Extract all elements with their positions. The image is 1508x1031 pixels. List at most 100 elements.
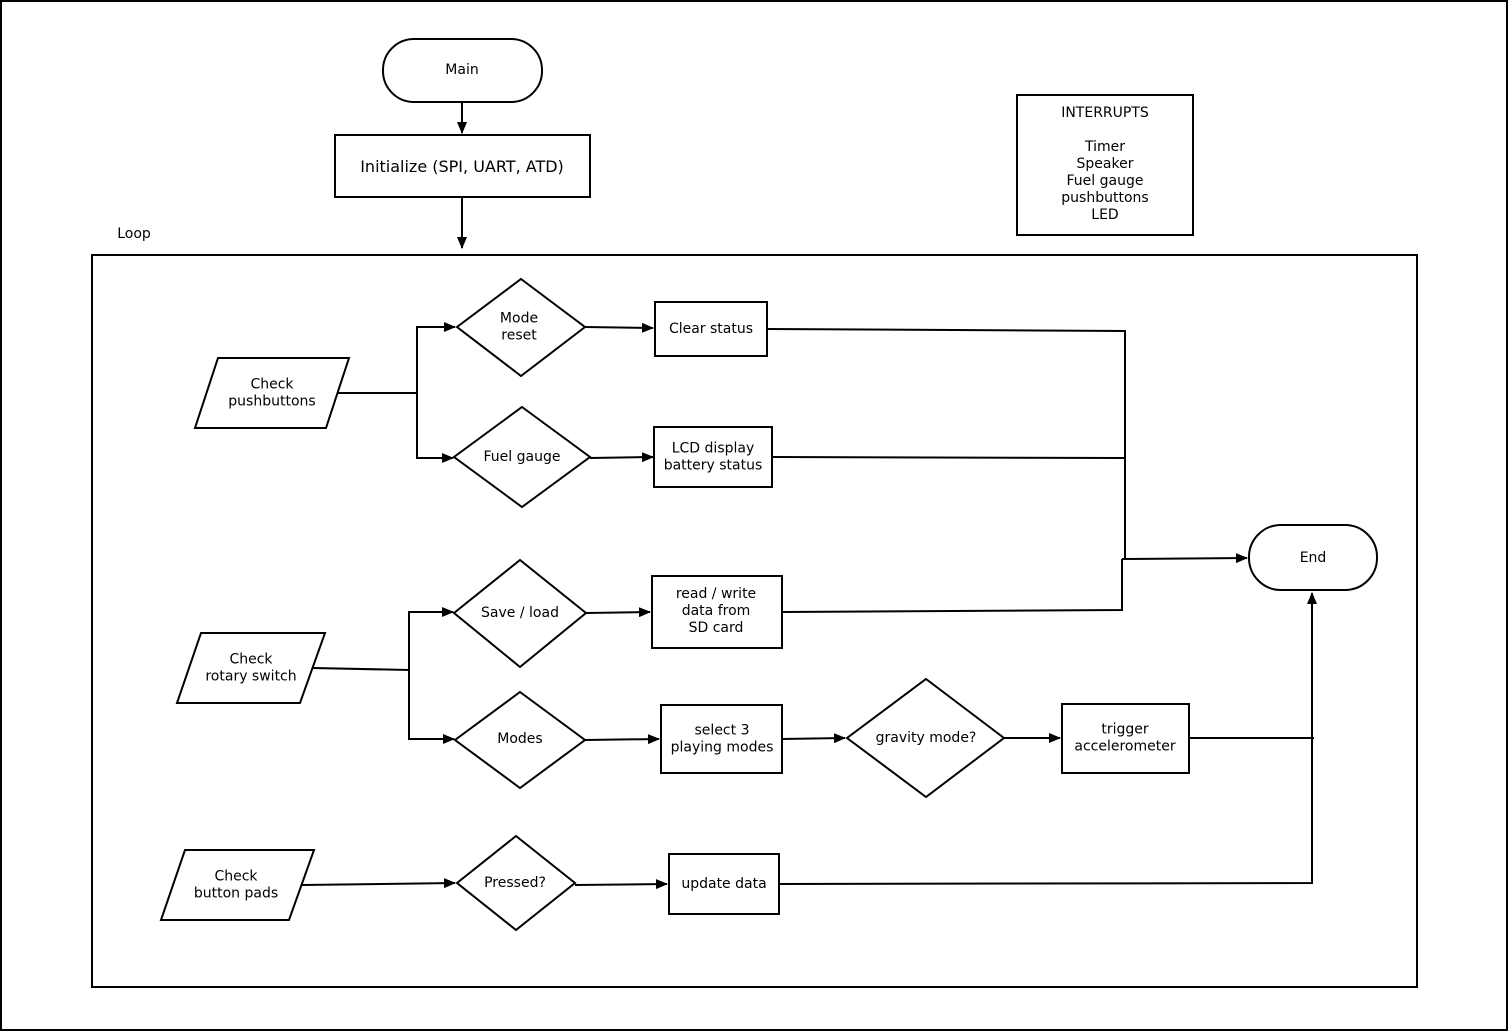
check-pushbuttons-line: Check	[250, 376, 294, 392]
edge-update-end	[778, 592, 1317, 885]
main-line: Main	[445, 62, 478, 78]
node-modes: Modes	[453, 690, 587, 790]
loop-label-line: Loop	[117, 226, 151, 242]
pressed-line: Pressed?	[484, 875, 546, 891]
node-update-data-label: update data	[681, 876, 766, 892]
terminal-shape	[1248, 524, 1378, 591]
save-load-line: Save / load	[481, 605, 559, 621]
decision-shape	[845, 677, 1006, 799]
process-shape	[1061, 703, 1190, 774]
node-lcd-display: LCD display battery status	[653, 426, 773, 488]
node-check-button-pads-label: Check button pads	[194, 868, 278, 901]
node-update-data: update data	[668, 853, 780, 915]
interrupts-line: Fuel gauge	[1067, 173, 1144, 189]
node-trigger-accel: trigger accelerometer	[1061, 703, 1190, 774]
lcd-display-line: LCD display	[672, 440, 755, 456]
node-pressed-label: Pressed?	[484, 875, 546, 891]
decision-shape	[453, 690, 587, 790]
node-end: End	[1248, 524, 1378, 591]
node-main-label: Main	[445, 62, 478, 78]
process-shape	[654, 301, 768, 357]
check-rotary-line: rotary switch	[205, 669, 296, 685]
io-shape	[159, 849, 316, 921]
process-shape	[334, 134, 591, 198]
process-shape	[651, 575, 783, 649]
node-fuel-gauge: Fuel gauge	[452, 405, 592, 509]
io-shape	[175, 632, 327, 704]
edge-mode-reset-clear-status	[584, 322, 654, 333]
decision-shape	[452, 558, 588, 669]
edge-read-write-end	[781, 559, 1123, 613]
lcd-display-line: battery status	[664, 458, 763, 474]
io-shape	[193, 357, 351, 429]
node-check-pushbuttons-label: Check pushbuttons	[228, 376, 315, 409]
gravity-mode-line: gravity mode?	[876, 730, 977, 746]
node-main: Main	[382, 38, 543, 103]
node-modes-label: Modes	[497, 731, 542, 747]
end-line: End	[1300, 550, 1327, 566]
edge-pushbuttons-mode-reset	[338, 322, 456, 394]
edge-rotary-modes	[408, 670, 455, 744]
node-gravity-mode: gravity mode?	[845, 677, 1006, 799]
trigger-accel-line: trigger	[1101, 721, 1149, 737]
note-shape	[1016, 94, 1194, 236]
update-data-line: update data	[681, 876, 766, 892]
decision-shape	[455, 834, 577, 932]
node-end-label: End	[1300, 550, 1327, 566]
read-write-line: read / write	[676, 586, 756, 602]
edge-clear-status-end	[766, 328, 1126, 458]
loop-label: Loop	[117, 226, 151, 242]
check-button-pads-line: Check	[214, 868, 258, 884]
node-initialize-label: Initialize (SPI, UART, ATD)	[360, 157, 564, 176]
edge-rotary-save-load	[312, 607, 454, 672]
edge-pushbuttons-fuel-gauge	[416, 393, 454, 463]
read-write-line: SD card	[689, 620, 744, 636]
edge-fuel-gauge-lcd	[589, 452, 654, 463]
check-pushbuttons-line: pushbuttons	[228, 394, 315, 410]
interrupts-line: INTERRUPTS	[1061, 105, 1149, 121]
decision-shape	[455, 277, 587, 378]
node-save-load-label: Save / load	[481, 605, 559, 621]
edge-bus-to-end	[1121, 553, 1248, 564]
process-shape	[660, 704, 783, 774]
fuel-gauge-line: Fuel gauge	[484, 449, 561, 465]
connectors	[301, 103, 1317, 890]
node-check-button-pads: Check button pads	[159, 849, 316, 921]
mode-reset-line: Mode	[500, 310, 538, 326]
node-clear-status-label: Clear status	[669, 321, 753, 337]
interrupts-line: pushbuttons	[1061, 190, 1148, 206]
loop-frame	[91, 254, 1418, 988]
read-write-line: data from	[682, 603, 751, 619]
process-shape	[668, 853, 780, 915]
check-button-pads-line: button pads	[194, 886, 278, 902]
edge-save-load-read-write	[585, 607, 651, 618]
modes-line: Modes	[497, 731, 542, 747]
node-clear-status: Clear status	[654, 301, 768, 357]
edge-lcd-end	[771, 456, 1126, 459]
node-initialize: Initialize (SPI, UART, ATD)	[334, 134, 591, 198]
node-pressed: Pressed?	[455, 834, 577, 932]
node-trigger-accel-label: trigger accelerometer	[1074, 721, 1175, 754]
initialize-line: Initialize (SPI, UART, ATD)	[360, 157, 564, 176]
node-save-load: Save / load	[452, 558, 588, 669]
interrupts-line: LED	[1091, 207, 1118, 223]
node-mode-reset-label: Mode reset	[500, 310, 538, 343]
clear-status-line: Clear status	[669, 321, 753, 337]
process-shape	[653, 426, 773, 488]
node-fuel-gauge-label: Fuel gauge	[484, 449, 561, 465]
decision-shape	[452, 405, 592, 509]
node-gravity-mode-label: gravity mode?	[876, 730, 977, 746]
mode-reset-line: reset	[501, 328, 537, 344]
trigger-accel-line: accelerometer	[1074, 739, 1175, 755]
terminal-shape	[382, 38, 543, 103]
select-modes-line: playing modes	[671, 740, 774, 756]
